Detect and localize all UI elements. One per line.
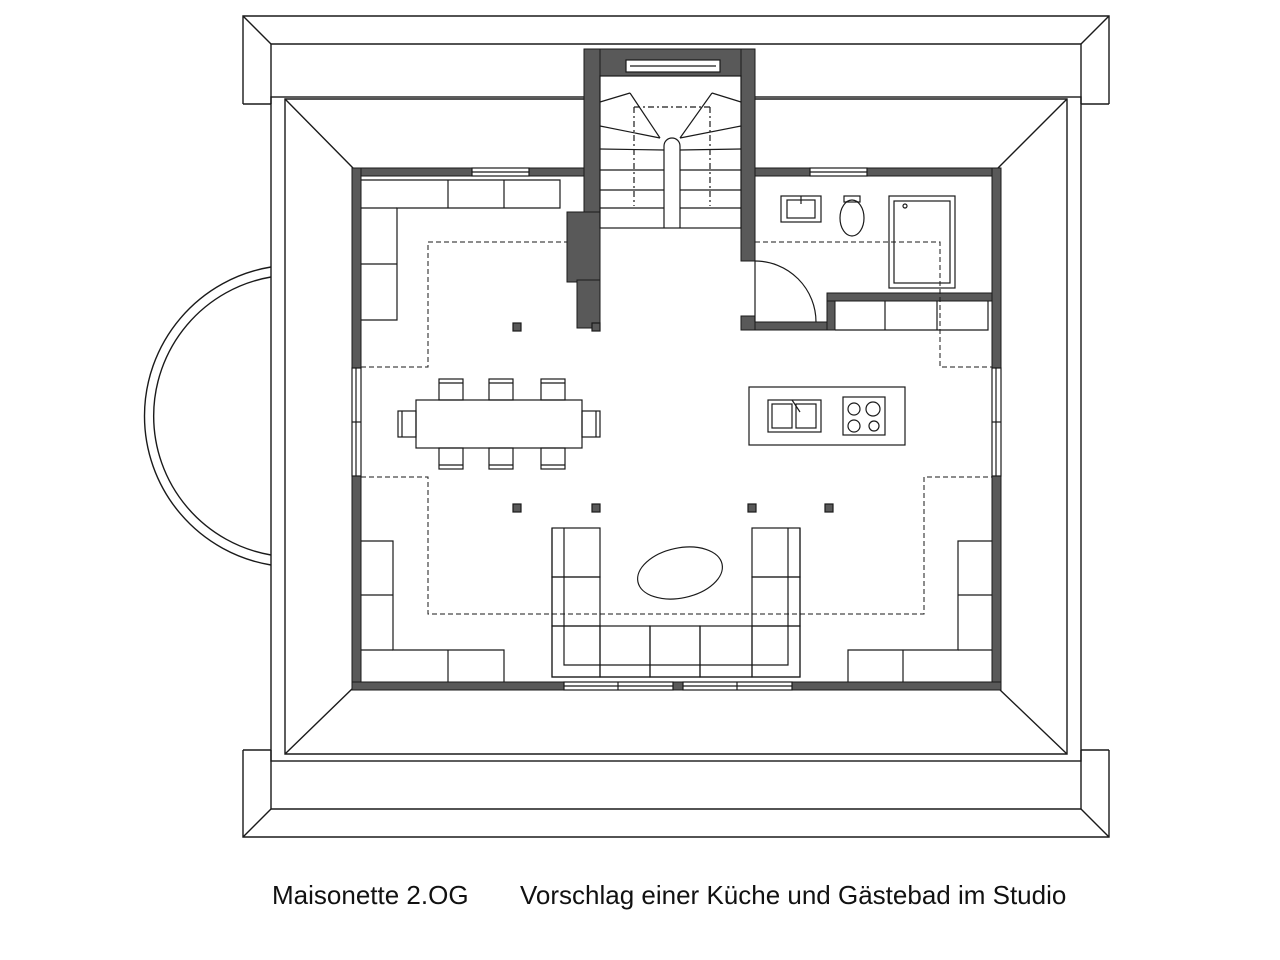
- kitchen-island: [748, 386, 906, 446]
- windows: [351, 167, 1002, 691]
- columns: [512, 322, 834, 513]
- sofa: [551, 527, 801, 678]
- plan-subtitle: Vorschlag einer Küche und Gästebad im St…: [520, 880, 1067, 910]
- bathroom-toilet: [839, 195, 865, 237]
- roof-slope-dashed: [361, 241, 992, 615]
- plan-title: Maisonette 2.OG: [272, 880, 469, 910]
- staircase: [599, 75, 742, 229]
- cooktop: [842, 396, 886, 436]
- coffee-table: [637, 546, 723, 600]
- top-dormer: [242, 15, 1110, 105]
- stair-window: [625, 59, 721, 73]
- bathroom-door: [754, 260, 817, 323]
- dining-table: [415, 399, 583, 449]
- bathroom-shower: [888, 195, 956, 289]
- bathroom-washbasin: [780, 195, 822, 223]
- dining-chairs: [397, 378, 601, 470]
- round-balcony: [143, 266, 272, 566]
- kitchen-sink: [767, 399, 822, 433]
- built-in-cabinets: [361, 179, 992, 682]
- bottom-dormer: [242, 749, 1110, 838]
